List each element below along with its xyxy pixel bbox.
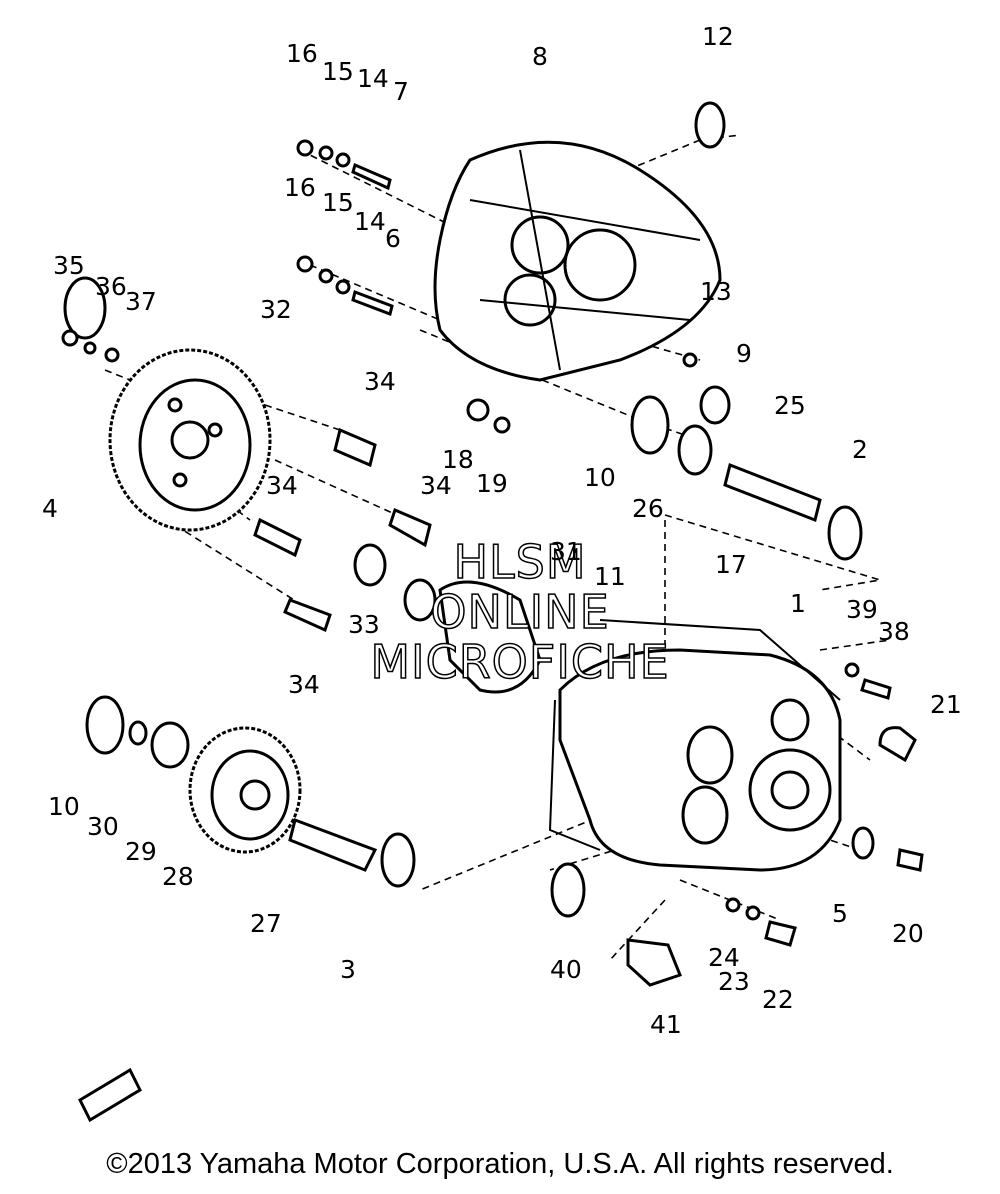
callout-label: 21 — [930, 690, 962, 719]
callout-label: 12 — [702, 22, 734, 51]
callout-label: 8 — [532, 42, 548, 71]
callout-label: 5 — [832, 899, 848, 928]
callout-labels: 16 15 14 7 8 12 16 15 14 6 13 35 36 37 3… — [42, 22, 962, 1039]
callout-label: 34 — [288, 670, 320, 699]
callout-label: 3 — [340, 955, 356, 984]
copyright-notice: ©2013 Yamaha Motor Corporation, U.S.A. A… — [106, 1148, 894, 1180]
callout-label: 24 — [708, 943, 740, 972]
callout-label: 19 — [476, 469, 508, 498]
small-parts — [61, 101, 924, 1123]
callout-label: 31 — [550, 537, 582, 566]
callout-label: 34 — [364, 367, 396, 396]
lower-case-cover — [548, 619, 842, 872]
callout-label: 34 — [266, 471, 298, 500]
watermark-line: ONLINE — [430, 585, 609, 639]
callout-label: 16 — [284, 173, 316, 202]
callout-label: 34 — [420, 471, 452, 500]
callout-label: 23 — [718, 967, 750, 996]
callout-label: 41 — [650, 1010, 682, 1039]
callout-label: 4 — [42, 494, 58, 523]
callout-label: 16 — [286, 39, 318, 68]
callout-label: 20 — [892, 919, 924, 948]
callout-label: 39 — [846, 595, 878, 624]
upper-case-cover — [433, 140, 722, 382]
callout-label: 9 — [736, 339, 752, 368]
callout-label: 26 — [632, 494, 664, 523]
callout-label: 17 — [715, 550, 747, 579]
callout-label: 6 — [385, 224, 401, 253]
callout-label: 10 — [584, 463, 616, 492]
callout-label: 10 — [48, 792, 80, 821]
callout-label: 1 — [790, 589, 806, 618]
watermark: HLSM ONLINE MICROFICHE — [370, 534, 670, 690]
callout-label: 7 — [393, 77, 409, 106]
callout-label: 18 — [442, 445, 474, 474]
callout-label: 13 — [700, 277, 732, 306]
callout-label: 30 — [87, 812, 119, 841]
watermark-line: HLSM — [453, 535, 586, 589]
callout-label: 38 — [878, 617, 910, 646]
callout-label: 33 — [348, 610, 380, 639]
watermark-line: MICROFICHE — [370, 635, 669, 689]
callout-label: 35 — [53, 251, 85, 280]
callout-label: 11 — [594, 562, 626, 591]
ring-gear — [108, 348, 272, 532]
callout-label: 2 — [852, 435, 868, 464]
lower-drive-gear — [188, 726, 302, 854]
callout-label: 40 — [550, 955, 582, 984]
callout-label: 25 — [774, 391, 806, 420]
callout-label: 15 — [322, 57, 354, 86]
callout-label: 37 — [125, 287, 157, 316]
callout-label: 29 — [125, 837, 157, 866]
callout-label: 28 — [162, 862, 194, 891]
callout-label: 27 — [250, 909, 282, 938]
callout-label: 15 — [322, 188, 354, 217]
callout-label: 36 — [95, 272, 127, 301]
callout-label: 22 — [762, 985, 794, 1014]
callout-label: 32 — [260, 295, 292, 324]
callout-label: 14 — [354, 207, 386, 236]
callout-label: 14 — [357, 64, 389, 93]
